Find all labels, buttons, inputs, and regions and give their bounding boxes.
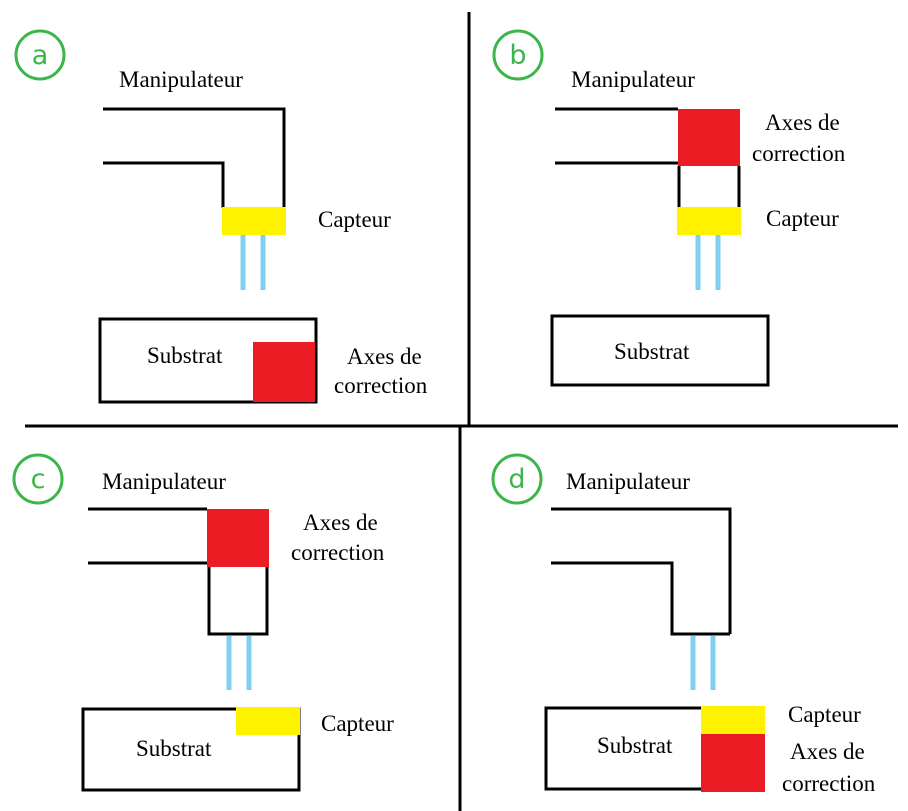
correction-axes-block xyxy=(207,509,269,567)
correction-label-line2: correction xyxy=(334,373,428,398)
sensor-block xyxy=(701,706,765,734)
manipulator-label: Manipulateur xyxy=(102,469,226,494)
panel-a: a Manipulateur Capteur Substrat Axes de … xyxy=(14,29,428,404)
manipulator-label: Manipulateur xyxy=(119,67,243,92)
panel-d: d Manipulateur Substrat Capteur Axes de … xyxy=(491,453,876,796)
sensor-label: Capteur xyxy=(788,702,861,727)
sensor-block xyxy=(677,207,741,235)
sensor-block xyxy=(222,207,286,235)
manipulator-outer-line xyxy=(103,107,286,208)
panel-badge-circle xyxy=(14,29,66,81)
substrate-label: Substrat xyxy=(136,736,212,761)
panel-badge-circle xyxy=(12,453,64,505)
correction-label-line2: correction xyxy=(752,141,846,166)
manipulator-inner-line xyxy=(551,561,730,636)
correction-label-line1: Axes de xyxy=(303,510,378,535)
manipulator-label: Manipulateur xyxy=(566,469,690,494)
sensor-label: Capteur xyxy=(766,206,839,231)
correction-label-line2: correction xyxy=(782,771,876,796)
sensor-block xyxy=(236,707,300,735)
sensor-label: Capteur xyxy=(318,207,391,232)
manipulator-inner-line xyxy=(103,161,225,208)
correction-label-line1: Axes de xyxy=(790,739,865,764)
manipulator-outer-line xyxy=(551,507,732,634)
panel-badge-letter: c xyxy=(31,464,46,495)
correction-axes-block xyxy=(253,342,315,402)
correction-label-line1: Axes de xyxy=(765,110,840,135)
manipulator-label: Manipulateur xyxy=(571,67,695,92)
sensor-label: Capteur xyxy=(321,711,394,736)
panel-badge-circle xyxy=(491,453,543,505)
substrate-label: Substrat xyxy=(597,733,673,758)
correction-axes-block xyxy=(678,109,740,166)
panel-c: c Manipulateur Axes de correction Capteu… xyxy=(12,453,394,792)
substrate-label: Substrat xyxy=(147,343,223,368)
sensor-housing-outline xyxy=(207,567,269,636)
panel-badge-circle xyxy=(492,29,544,81)
panel-b: b Manipulateur Axes de correction Capteu… xyxy=(492,29,846,387)
correction-label-line2: correction xyxy=(291,540,385,565)
correction-label-line1: Axes de xyxy=(347,344,422,369)
substrate-box xyxy=(550,314,770,387)
substrate-box xyxy=(98,317,318,404)
substrate-label: Substrat xyxy=(614,339,690,364)
panel-badge-letter: b xyxy=(509,40,526,71)
panel-badge-letter: d xyxy=(508,464,525,495)
substrate-box xyxy=(81,707,301,792)
panel-badge-letter: a xyxy=(32,40,49,71)
correction-axes-block xyxy=(701,734,765,792)
